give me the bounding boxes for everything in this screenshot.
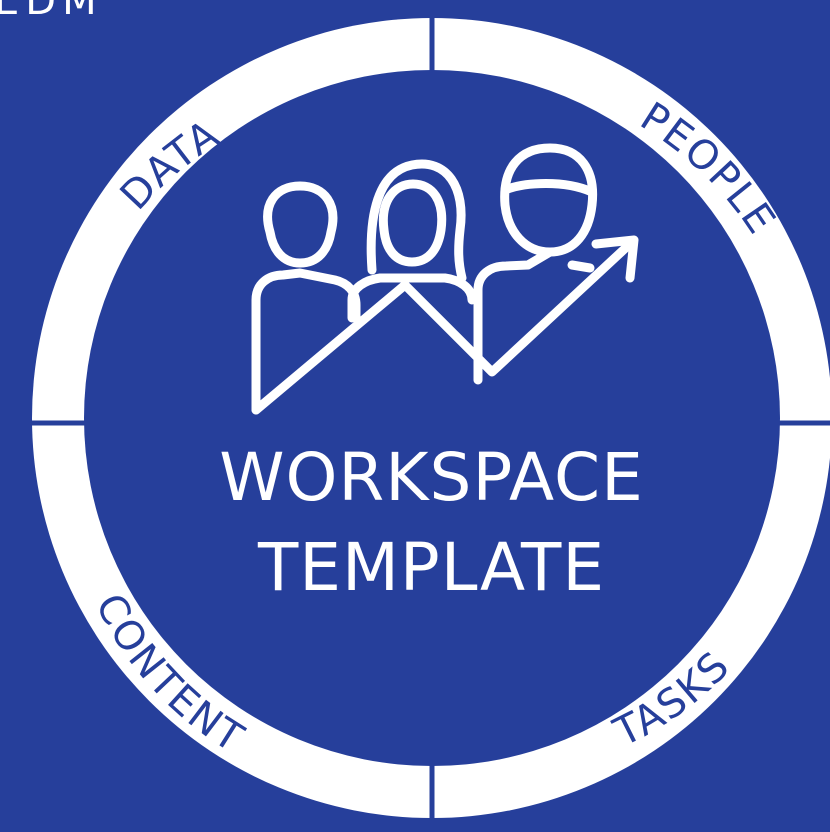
title-line-template: TEMPLATE [257, 529, 606, 606]
people-growth-icon [251, 143, 639, 415]
corner-logo-text: EDM [0, 0, 103, 24]
title-line-workspace: WORKSPACE [219, 439, 644, 516]
